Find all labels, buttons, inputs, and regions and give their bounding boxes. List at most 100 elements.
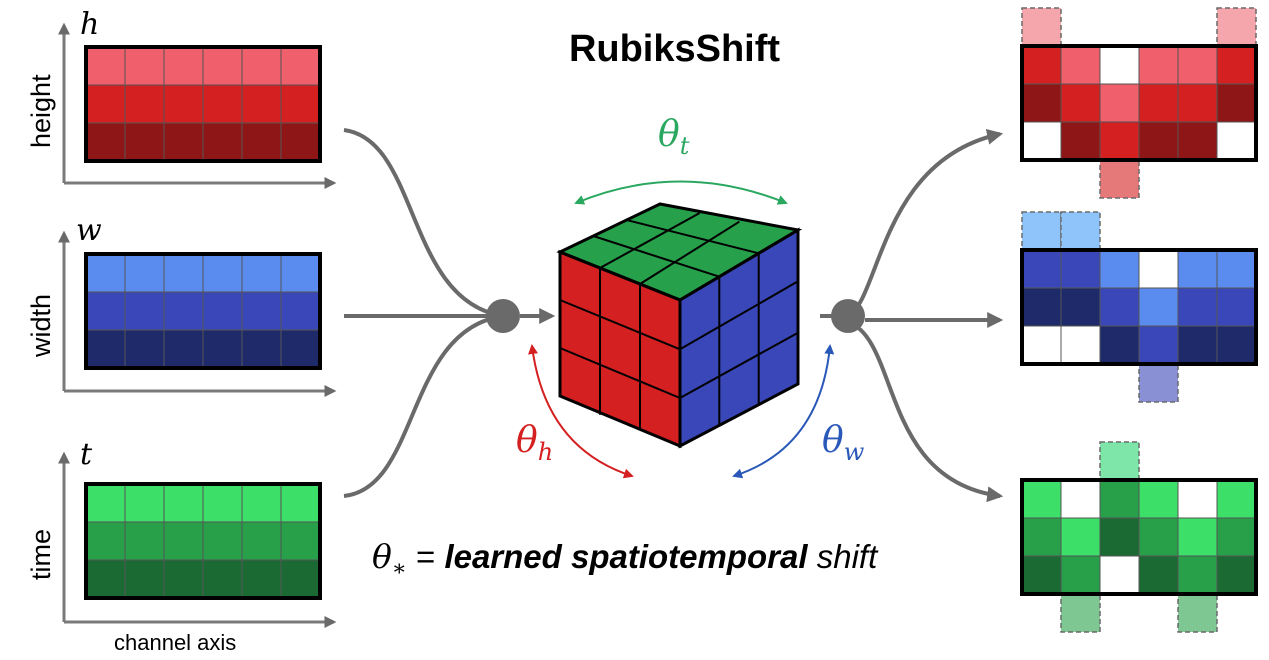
grid-cell [241, 84, 282, 124]
grid-cell [1060, 479, 1101, 519]
grid-cell [124, 483, 165, 523]
split-node [831, 299, 865, 333]
axis-symbol-h: h [80, 7, 99, 42]
grid-cell [1060, 287, 1101, 327]
time-axis-label: time [26, 528, 56, 580]
grid-cell [163, 253, 204, 293]
grid-frame [84, 45, 322, 163]
grid-cell [85, 122, 126, 162]
shifted-out-cell [1138, 363, 1179, 403]
grid-cell [124, 84, 165, 124]
grid-cell [202, 329, 243, 369]
grid-cell [241, 122, 282, 162]
caption-subscript: ∗ [391, 556, 407, 582]
grid-cell [202, 521, 243, 561]
grid-cell [1177, 287, 1218, 327]
grid-cell [1216, 249, 1257, 289]
grid-cell [1099, 479, 1140, 519]
grid-cell [1216, 287, 1257, 327]
grid-cell [202, 559, 243, 599]
grid-cell [241, 329, 282, 369]
grid-cell [1177, 121, 1218, 161]
grid-cell [85, 84, 126, 124]
grid-cell [1021, 555, 1062, 595]
grid-cell [85, 521, 126, 561]
grid-cell [1060, 249, 1101, 289]
grid-cell [202, 253, 243, 293]
grid-cell [1216, 83, 1257, 123]
theta-h-label: θh [516, 420, 553, 466]
grid-cell [1138, 249, 1179, 289]
grid-cell [1216, 517, 1257, 557]
grid-frame [1020, 44, 1258, 162]
grid-cell [163, 521, 204, 561]
grid-cell [1021, 325, 1062, 365]
grid-cell [280, 559, 321, 599]
width-axis-label: width [26, 293, 56, 357]
theta-t-arrow [574, 180, 788, 205]
shifted-out-cell [1216, 7, 1257, 47]
grid-cell [163, 559, 204, 599]
time-feature-grid [84, 482, 322, 600]
grid-cell [1138, 83, 1179, 123]
grid-cell [202, 291, 243, 331]
grid-cell [241, 291, 282, 331]
grid-cell [124, 253, 165, 293]
grid-cell [241, 521, 282, 561]
channel-axis-label: channel axis [114, 630, 237, 655]
grid-cell [1138, 287, 1179, 327]
grid-cell [1138, 325, 1179, 365]
grid-frame [1020, 478, 1258, 596]
grid-cell [1099, 325, 1140, 365]
axis-symbol-t: t [80, 437, 93, 472]
height-axes [58, 22, 337, 189]
width-axes [58, 230, 337, 397]
theta-w-label: θw [822, 420, 865, 466]
grid-cell [280, 84, 321, 124]
caption-equals: = [406, 538, 445, 575]
shifted-out-cell [1177, 593, 1218, 633]
grid-cell [202, 84, 243, 124]
theta-h-arrow [528, 344, 634, 479]
grid-cell [163, 329, 204, 369]
grid-cell [241, 46, 282, 86]
grid-cell [1216, 45, 1257, 85]
shifted-out-cell [1060, 211, 1101, 251]
grid-cell [163, 122, 204, 162]
grid-cell [1099, 555, 1140, 595]
grid-cell [1021, 249, 1062, 289]
grid-cell [280, 253, 321, 293]
grid-cell [1177, 249, 1218, 289]
grid-cell [1138, 479, 1179, 519]
grid-cell [1177, 83, 1218, 123]
grid-cell [1138, 555, 1179, 595]
grid-cell [1177, 555, 1218, 595]
grid-cell [241, 253, 282, 293]
grid-cell [1099, 121, 1140, 161]
shifted-out-cell [1099, 159, 1140, 199]
grid-cell [1138, 517, 1179, 557]
page-title: RubiksShift [568, 28, 781, 70]
grid-cell [1060, 121, 1101, 161]
grid-cell [280, 46, 321, 86]
cube-top-face [560, 204, 798, 300]
grid-cell [280, 521, 321, 561]
grid-cell [1060, 83, 1101, 123]
grid-cell [1060, 325, 1101, 365]
theta-t-label: θt [658, 114, 690, 160]
grid-cell [1021, 479, 1062, 519]
grid-frame [84, 482, 322, 600]
grid-cell [85, 559, 126, 599]
shifted-time-grid [1020, 441, 1258, 633]
grid-cell [1216, 479, 1257, 519]
shifted-width-grid [1020, 211, 1258, 403]
grid-cell [85, 483, 126, 523]
grid-cell [202, 122, 243, 162]
grid-cell [85, 291, 126, 331]
grid-cell [1216, 325, 1257, 365]
shifted-out-cell [1060, 593, 1101, 633]
grid-frame [1020, 248, 1258, 366]
grid-cell [1099, 287, 1140, 327]
shifted-out-cell [1021, 211, 1062, 251]
